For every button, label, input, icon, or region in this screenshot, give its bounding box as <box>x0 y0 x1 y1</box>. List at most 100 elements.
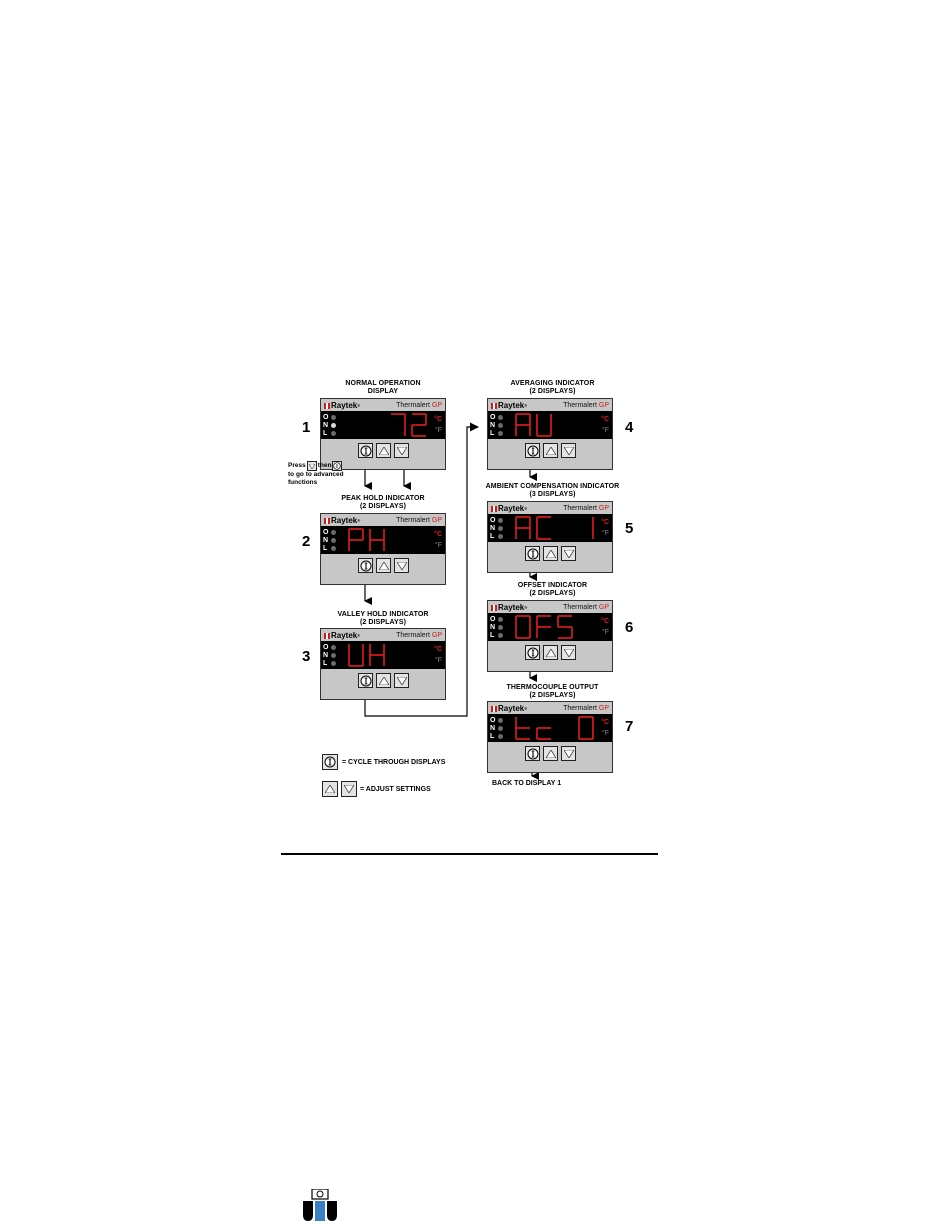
raytek-logo-icon <box>491 705 497 712</box>
led-label-n: N <box>323 536 329 544</box>
raytek-logo-icon <box>491 402 497 409</box>
brand-name: Raytek <box>498 603 525 612</box>
status-leds: O N L <box>323 528 343 552</box>
device-panel-1: Raytek® Thermalert GP O N L °C °F <box>320 398 446 470</box>
up-arrow-icon[interactable] <box>376 673 391 688</box>
unit-celsius: °C <box>434 531 442 538</box>
button-row <box>525 645 576 660</box>
model-name: Thermalert GP <box>396 517 442 524</box>
up-arrow-icon[interactable] <box>543 546 558 561</box>
raytek-logo: Raytek® <box>324 516 360 525</box>
button-row <box>525 746 576 761</box>
led-o <box>498 717 503 723</box>
unit-celsius: °C <box>434 416 442 423</box>
led-n <box>498 624 503 630</box>
led-n <box>331 652 336 658</box>
model-suffix: GP <box>431 402 442 409</box>
raytek-logo-icon <box>491 604 497 611</box>
unit-indicators: °C °F <box>434 644 442 666</box>
info-button-icon[interactable] <box>525 746 540 761</box>
brand-name: Raytek <box>498 704 525 713</box>
up-arrow-icon[interactable] <box>543 746 558 761</box>
down-arrow-icon[interactable] <box>394 558 409 573</box>
unit-celsius: °C <box>601 519 609 526</box>
seven-segment-readout <box>512 411 600 439</box>
down-arrow-icon[interactable] <box>394 443 409 458</box>
down-arrow-icon[interactable] <box>561 645 576 660</box>
info-button-icon[interactable] <box>525 645 540 660</box>
down-arrow-icon <box>306 461 317 471</box>
seven-segment-readout <box>512 613 600 641</box>
status-leds: O N L <box>490 516 510 540</box>
led-label-o: O <box>490 716 496 724</box>
led-label-o: O <box>323 643 329 651</box>
unit-indicators: °C °F <box>601 414 609 436</box>
footer-logo-icon <box>303 1188 337 1228</box>
unit-fahrenheit: °F <box>601 530 609 537</box>
led-label-n: N <box>323 421 329 429</box>
raytek-logo: Raytek® <box>491 504 527 513</box>
device-panel-3: Raytek® Thermalert GP O N L °C °F <box>320 628 446 700</box>
led-l <box>331 430 336 436</box>
step-4-title: AVERAGING INDICATOR(2 DISPLAYS) <box>510 380 595 395</box>
up-arrow-icon[interactable] <box>376 443 391 458</box>
seven-segment-readout <box>512 514 600 542</box>
device-panel-6: Raytek® Thermalert GP O N L °C °F <box>487 600 613 672</box>
back-to-display-1-label: BACK TO DISPLAY 1 <box>492 780 562 787</box>
info-button-icon[interactable] <box>525 443 540 458</box>
down-arrow-icon[interactable] <box>561 746 576 761</box>
model-suffix: GP <box>598 705 609 712</box>
raytek-logo: Raytek® <box>324 631 360 640</box>
raytek-logo: Raytek® <box>491 603 527 612</box>
step-3-number: 3 <box>302 648 311 665</box>
led-label-n: N <box>490 421 496 429</box>
info-button-icon[interactable] <box>358 673 373 688</box>
down-arrow-icon[interactable] <box>561 443 576 458</box>
model-name: Thermalert GP <box>563 505 609 512</box>
down-arrow-icon <box>341 781 357 797</box>
button-row <box>525 443 576 458</box>
info-button-icon[interactable] <box>358 558 373 573</box>
led-label-l: L <box>323 659 328 667</box>
model-suffix: GP <box>598 604 609 611</box>
model-name: Thermalert GP <box>396 632 442 639</box>
down-arrow-icon[interactable] <box>561 546 576 561</box>
led-n <box>498 725 503 731</box>
led-label-o: O <box>490 615 496 623</box>
led-n <box>331 422 336 428</box>
model-name: Thermalert GP <box>563 604 609 611</box>
led-label-l: L <box>323 544 328 552</box>
led-label-o: O <box>490 516 496 524</box>
status-leds: O N L <box>490 413 510 437</box>
unit-fahrenheit: °F <box>434 427 442 434</box>
info-button-icon[interactable] <box>525 546 540 561</box>
down-arrow-icon[interactable] <box>394 673 409 688</box>
device-panel-7: Raytek® Thermalert GP O N L °C °F <box>487 701 613 773</box>
up-arrow-icon[interactable] <box>543 645 558 660</box>
up-arrow-icon[interactable] <box>543 443 558 458</box>
led-label-o: O <box>323 528 329 536</box>
info-button-icon[interactable] <box>358 443 373 458</box>
led-l <box>498 430 503 436</box>
led-label-l: L <box>323 429 328 437</box>
led-label-l: L <box>490 631 495 639</box>
led-display: O N L °C °F <box>488 613 612 641</box>
led-o <box>498 414 503 420</box>
legend-adjust: = ADJUST SETTINGS <box>322 781 431 797</box>
model-prefix: Thermalert <box>396 402 430 409</box>
unit-fahrenheit: °F <box>601 427 609 434</box>
device-panel-2: Raytek® Thermalert GP O N L °C °F <box>320 513 446 585</box>
led-label-l: L <box>490 532 495 540</box>
led-l <box>331 545 336 551</box>
led-display: O N L °C °F <box>488 714 612 742</box>
model-prefix: Thermalert <box>396 517 430 524</box>
unit-fahrenheit: °F <box>434 657 442 664</box>
step-2-title: PEAK HOLD INDICATOR(2 DISPLAYS) <box>341 495 425 510</box>
up-arrow-icon[interactable] <box>376 558 391 573</box>
press-note: Press then to go to advanced functions <box>288 461 344 486</box>
button-row <box>358 673 409 688</box>
raytek-logo-icon <box>491 505 497 512</box>
unit-celsius: °C <box>601 416 609 423</box>
led-o <box>498 616 503 622</box>
